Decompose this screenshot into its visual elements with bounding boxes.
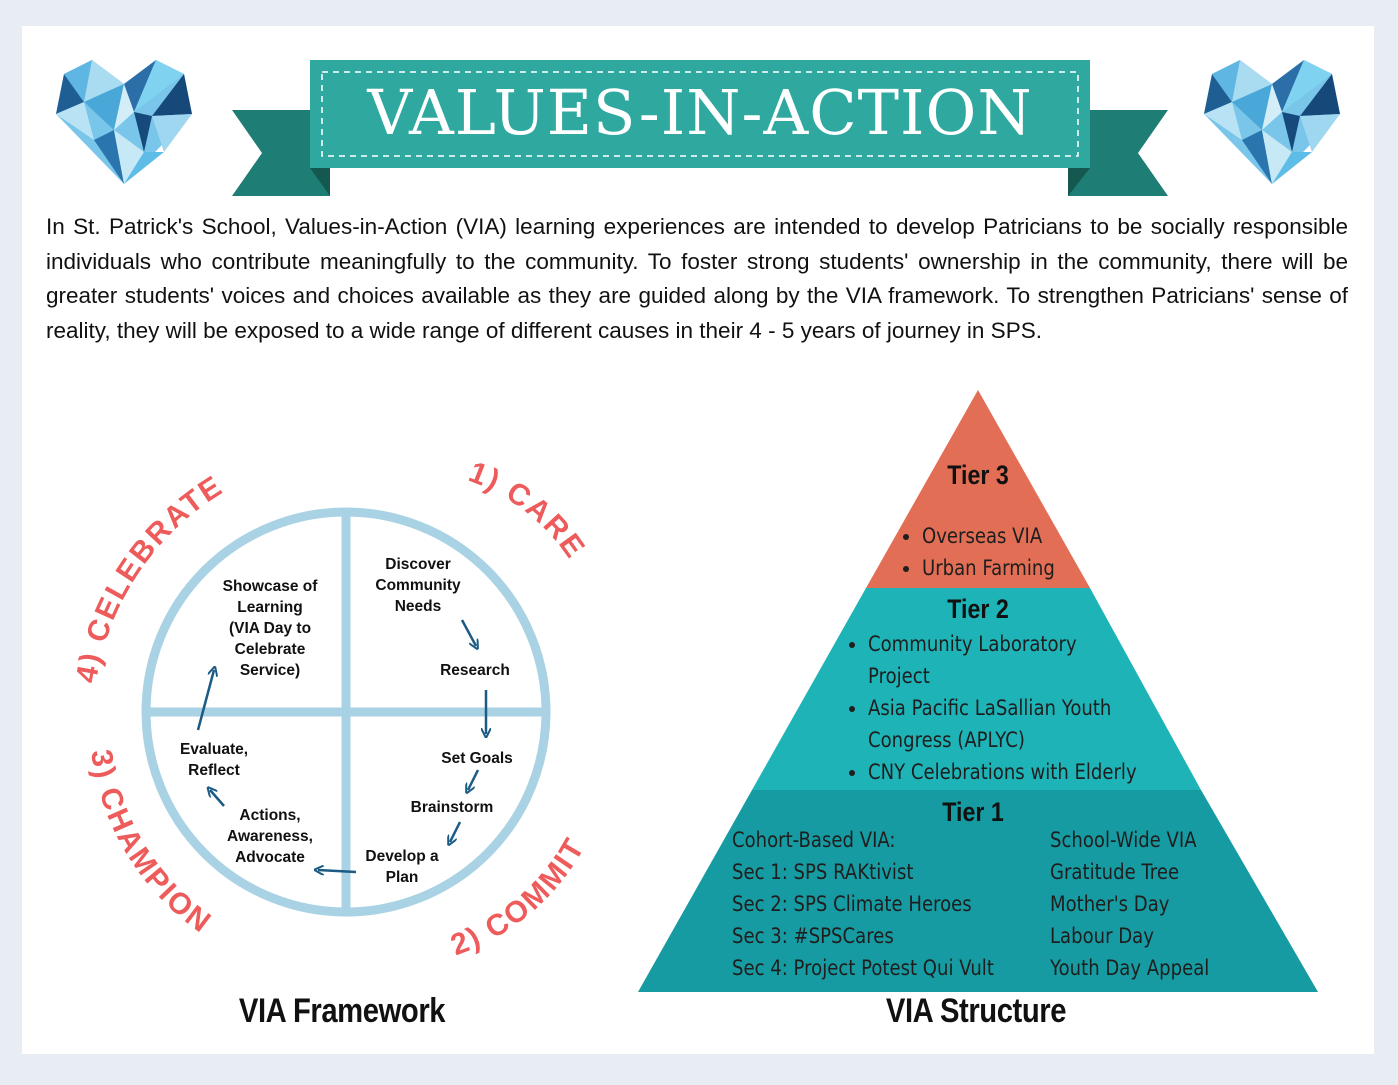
list-item: Sec 1: SPS RAKtivist	[732, 860, 914, 884]
cohort-heading: Cohort-Based VIA:	[732, 828, 896, 852]
heart-mosaic-icon	[1204, 60, 1340, 184]
step-brainstorm: Brainstorm	[410, 799, 494, 816]
arrow-brainstorm-plan	[450, 821, 462, 842]
tier1-title: Tier 1	[942, 797, 1004, 827]
list-item: CNY Celebrations with Elderly	[868, 756, 1180, 788]
tier1-band	[638, 790, 1318, 992]
stage-care-label: 1) CARE	[464, 456, 591, 566]
step-discover: Discover Community Needs	[375, 556, 461, 615]
tier2-band	[752, 588, 1201, 790]
intro-paragraph: In St. Patrick's School, Values-in-Actio…	[46, 214, 1348, 343]
tier1-school-list: School-Wide VIA Gratitude Tree Mother's …	[1050, 824, 1235, 984]
heart-mosaic-icon	[56, 60, 192, 184]
step-research: Research	[440, 662, 510, 679]
page-title: VALUES-IN-ACTION	[367, 75, 1033, 149]
list-item: Gratitude Tree	[1050, 860, 1180, 884]
list-item: Labour Day	[1050, 924, 1154, 948]
list-item: Urban Farming	[922, 552, 1076, 584]
arrow-goals-brainstorm	[468, 769, 480, 790]
framework-circle	[141, 507, 551, 917]
tier1-cohort-list: Cohort-Based VIA: Sec 1: SPS RAKtivist S…	[732, 824, 1037, 984]
structure-caption: VIA Structure	[885, 992, 1067, 1030]
arrow-plan-actions	[318, 870, 357, 872]
tier3-list: Overseas VIA Urban Farming	[898, 520, 1076, 584]
step-showcase: Showcase of Learning (VIA Day to Celebra…	[222, 578, 318, 679]
via-pyramid	[638, 390, 1318, 992]
ribbon-stitch	[321, 71, 1079, 157]
step-set-goals: Set Goals	[441, 750, 513, 767]
list-item: Sec 3: #SPSCares	[732, 924, 894, 948]
list-item: Sec 4: Project Potest Qui Vult	[732, 956, 994, 980]
arrow-actions-evaluate	[210, 790, 225, 807]
ribbon-tail-left	[232, 110, 330, 196]
list-item: Sec 2: SPS Climate Heroes	[732, 892, 972, 916]
ribbon-fold-left	[310, 168, 330, 196]
list-item: Youth Day Appeal	[1050, 956, 1210, 980]
tier3-title: Tier 3	[947, 460, 1009, 490]
ribbon-band	[310, 60, 1090, 168]
school-heading: School-Wide VIA	[1050, 828, 1197, 852]
tier3-band	[866, 390, 1090, 588]
tier2-title: Tier 2	[947, 594, 1009, 624]
ribbon-tail-right	[1068, 110, 1168, 196]
step-actions: Actions, Awareness, Advocate	[227, 807, 313, 866]
flow-arrows	[196, 619, 486, 872]
framework-caption: VIA Framework	[238, 992, 446, 1030]
step-develop-plan: Develop a Plan	[365, 848, 439, 886]
list-item: Overseas VIA	[922, 520, 1076, 552]
list-item: Mother's Day	[1050, 892, 1170, 916]
stage-commit-label: 2) COMMIT	[446, 832, 592, 962]
arrow-evaluate-showcase	[196, 670, 214, 731]
step-evaluate: Evaluate, Reflect	[179, 741, 249, 779]
ribbon-fold-right	[1068, 168, 1090, 196]
arrow-discover-research	[460, 619, 476, 646]
